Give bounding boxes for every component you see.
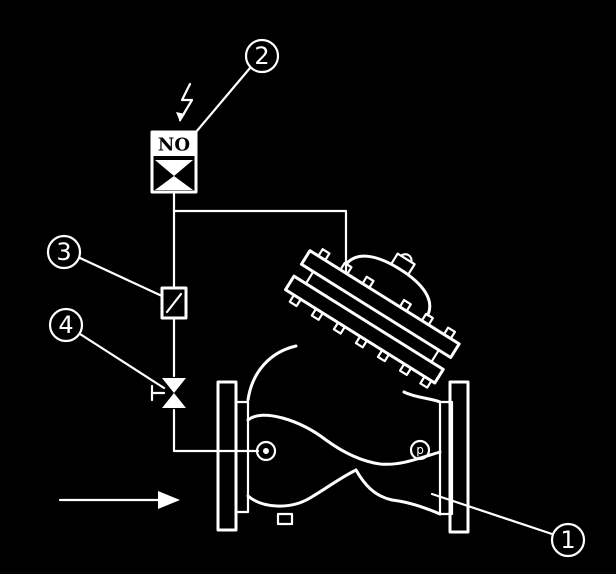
callout-3: 3 — [46, 234, 164, 298]
left-flange — [216, 380, 238, 532]
inlet-port-center — [263, 448, 269, 454]
main-valve-body: p — [216, 344, 470, 534]
outlet-port — [409, 439, 431, 461]
left-flange-neck — [234, 400, 250, 514]
body-right-lower — [390, 498, 442, 516]
strainer-body — [160, 286, 188, 320]
solenoid-label-bg — [152, 132, 196, 156]
solenoid-triangle-bottom — [155, 176, 193, 190]
flow-arrow — [58, 491, 180, 509]
bonnet-upper-flange — [299, 249, 461, 360]
right-flange-neck — [438, 400, 454, 516]
callout-4-label: 4 — [58, 311, 73, 339]
bonnet-diaphragm — [304, 270, 440, 364]
body-right-shoulder — [402, 390, 442, 404]
electric-signal-arrowhead — [176, 112, 185, 122]
valve-bonnet — [284, 248, 461, 389]
solenoid-valve: NO — [150, 82, 198, 194]
ball-valve — [150, 378, 186, 408]
solenoid-triangle-top — [155, 160, 193, 176]
outlet-port-label: p — [416, 443, 424, 457]
bonnet-cap-top — [399, 253, 413, 264]
callout-1: 1 — [430, 492, 586, 558]
callout-4-leader — [78, 332, 166, 390]
callout-1-leader — [430, 492, 554, 536]
strainer-slash — [165, 292, 183, 314]
bonnet-bolts-top — [317, 248, 457, 340]
pilot-strainer — [160, 286, 188, 320]
bonnet-cap-nut — [390, 252, 416, 276]
callout-3-leader — [78, 256, 164, 298]
callout-3-label: 3 — [56, 238, 71, 266]
callout-1-circle — [550, 522, 586, 558]
body-upper-contour — [246, 413, 442, 466]
callout-2-label: 2 — [254, 42, 269, 70]
bonnet-bolts-bottom — [288, 293, 433, 389]
body-lower-contour — [246, 468, 358, 508]
ball-valve-bottom — [162, 393, 186, 408]
callout-4: 4 — [48, 307, 166, 390]
body-seat-contour — [354, 468, 394, 502]
ball-valve-top — [162, 378, 186, 393]
right-flange — [448, 380, 470, 534]
drain-plug — [276, 512, 294, 526]
bonnet-lower-flange — [284, 274, 445, 385]
callout-3-circle — [46, 234, 82, 270]
callout-4-circle — [48, 307, 84, 343]
control-tubing — [172, 192, 348, 453]
body-left-shoulder — [246, 344, 298, 402]
callout-2-circle — [244, 38, 280, 74]
electric-signal-icon — [178, 82, 194, 122]
callout-2-leader — [194, 66, 252, 134]
callout-1-label: 1 — [560, 526, 575, 554]
solenoid-label: NO — [158, 135, 190, 156]
callout-2: 2 — [194, 38, 280, 134]
